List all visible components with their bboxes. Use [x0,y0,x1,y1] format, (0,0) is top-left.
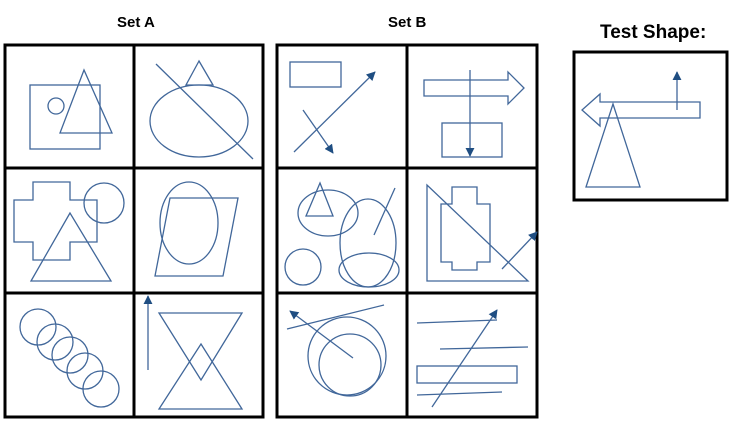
set-a-title: Set A [117,14,155,31]
set-b-cell-2 [405,43,539,170]
set-a-cell-1 [3,43,136,170]
set-b-cell-1 [275,43,409,170]
set-a-cell-4 [132,166,265,295]
set-b-cell-4 [405,166,539,295]
set-b-title: Set B [388,14,427,31]
test-shape-title: Test Shape: [600,22,707,43]
set-b-cell-5 [275,291,409,419]
set-b-grid [275,43,539,419]
set-a-cell-2 [132,43,265,170]
set-a-grid [3,43,265,419]
set-a-cell-5 [3,291,136,419]
test-shape-box [572,50,729,202]
set-b-cell-3 [275,166,409,295]
set-b-cell-6 [405,291,539,419]
set-a-cell-6 [132,291,265,419]
set-a-cell-3 [3,166,136,295]
